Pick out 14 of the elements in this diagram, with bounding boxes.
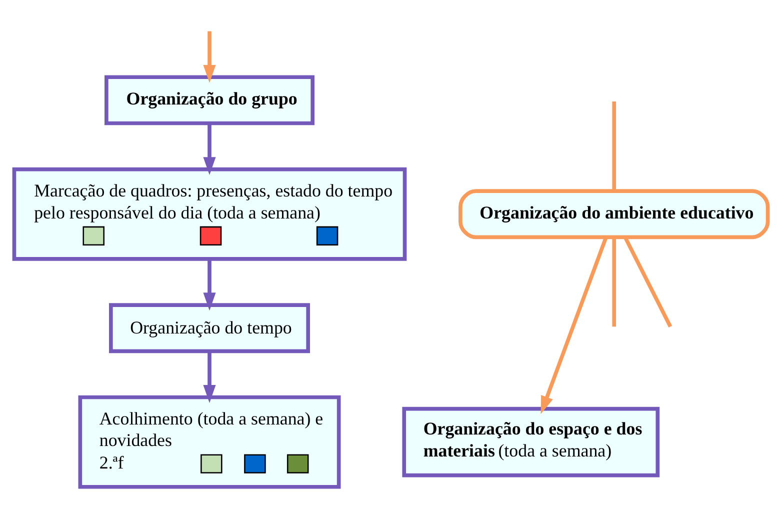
connector (612, 102, 616, 191)
node-box: Organização do ambiente educativo (458, 189, 770, 240)
arrow (202, 123, 216, 176)
arrow (202, 259, 216, 311)
connector (623, 236, 672, 328)
node-box: Organização do espaço e dos materiais (toda a semana) (402, 406, 660, 478)
node-box: Marcação de quadros: presenças, estado do tempo pelo responsável do dia (toda a semana) (12, 167, 406, 261)
arrow (540, 236, 608, 414)
node-box: Organização do grupo (104, 75, 314, 126)
node-box: Organização do tempo (108, 303, 310, 354)
arrow (202, 351, 216, 403)
arrow (202, 31, 216, 83)
connector (612, 237, 616, 327)
node-box: Acolhimento (toda a semana) e novidades 2.ªf (78, 395, 340, 489)
